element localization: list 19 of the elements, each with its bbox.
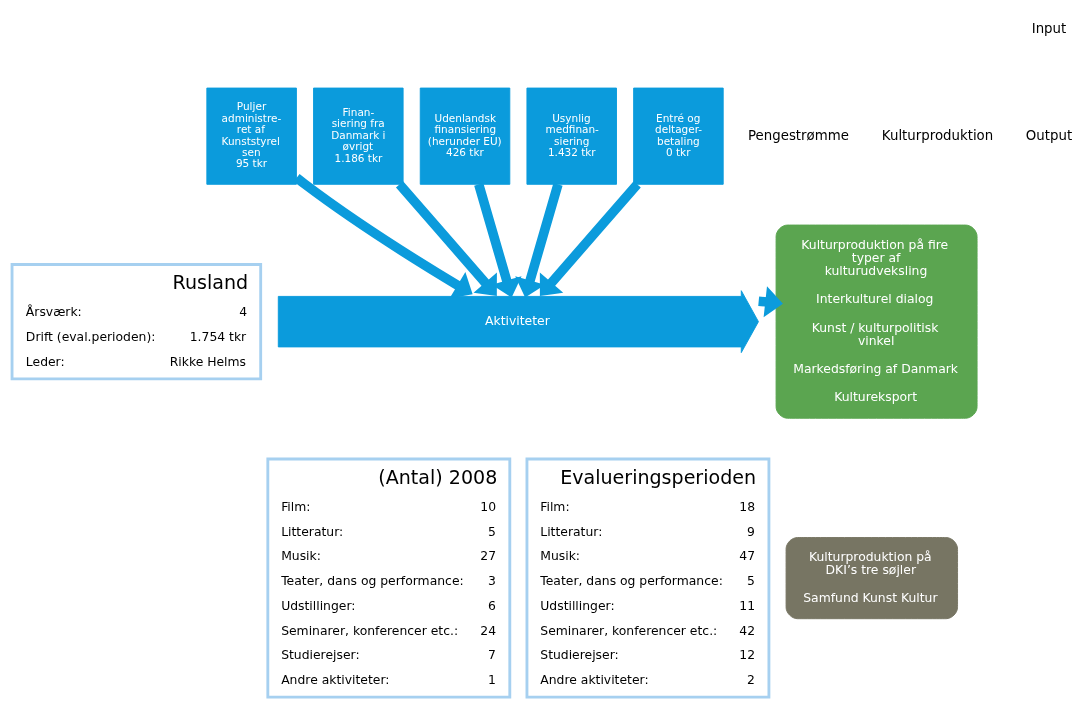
node-box: Finan- siering fra Danmark i øvrigt 1.186 tkr bbox=[313, 87, 404, 185]
node-box: Rusland Årsværk: 4 Drift (eval.perioden): 1.754 tkr Leder: Rikke Helms bbox=[10, 262, 263, 380]
arrow bbox=[515, 182, 563, 297]
label: Kulturproduktion bbox=[881, 127, 994, 143]
node-box: Entré og deltager- betaling 0 tkr bbox=[633, 87, 724, 185]
node-box: Kulturproduktion på DKI’s tre søjler Samfund Kunst Kultur bbox=[785, 536, 958, 619]
label: Pengestrømme bbox=[748, 127, 849, 143]
node-box: Puljer administre- ret af Kunststyrel sen 95 tkr bbox=[206, 87, 297, 185]
arrow bbox=[395, 180, 497, 296]
node-box: Udenlandsk finansiering (herunder EU) 426 tkr bbox=[419, 87, 511, 185]
node-box: (Antal) 2008 Film: 10 Litteratur: 5 Musik: 27 Teater, dans og performance: 3 Udstillinger: 6 Seminarer, konferencer etc.: 24 Studierejser: 7 Andre aktiviteter: 1 bbox=[266, 457, 512, 699]
node-box: Evalueringsperioden Film: 18 Litteratur: 9 Musik: 47 Teater, dans og performance: 5 Udstillinger: 11 Seminarer, konferencer etc.: 42 Studierejser: 12 Andre aktiviteter: 2 bbox=[525, 457, 771, 699]
label: Output bbox=[1025, 127, 1073, 143]
node-box: Usynlig medfinan- siering 1.432 tkr bbox=[526, 87, 617, 185]
label: Input bbox=[1031, 20, 1067, 36]
arrow bbox=[474, 182, 522, 297]
arrow bbox=[539, 180, 641, 296]
node-box: Kulturproduktion på fire typer af kulturudveksling Interkulturel dialog Kunst / kulturpolitisk vinkel Markedsføring af Danmark Kultureksport bbox=[775, 224, 978, 419]
arrow bbox=[293, 173, 473, 299]
